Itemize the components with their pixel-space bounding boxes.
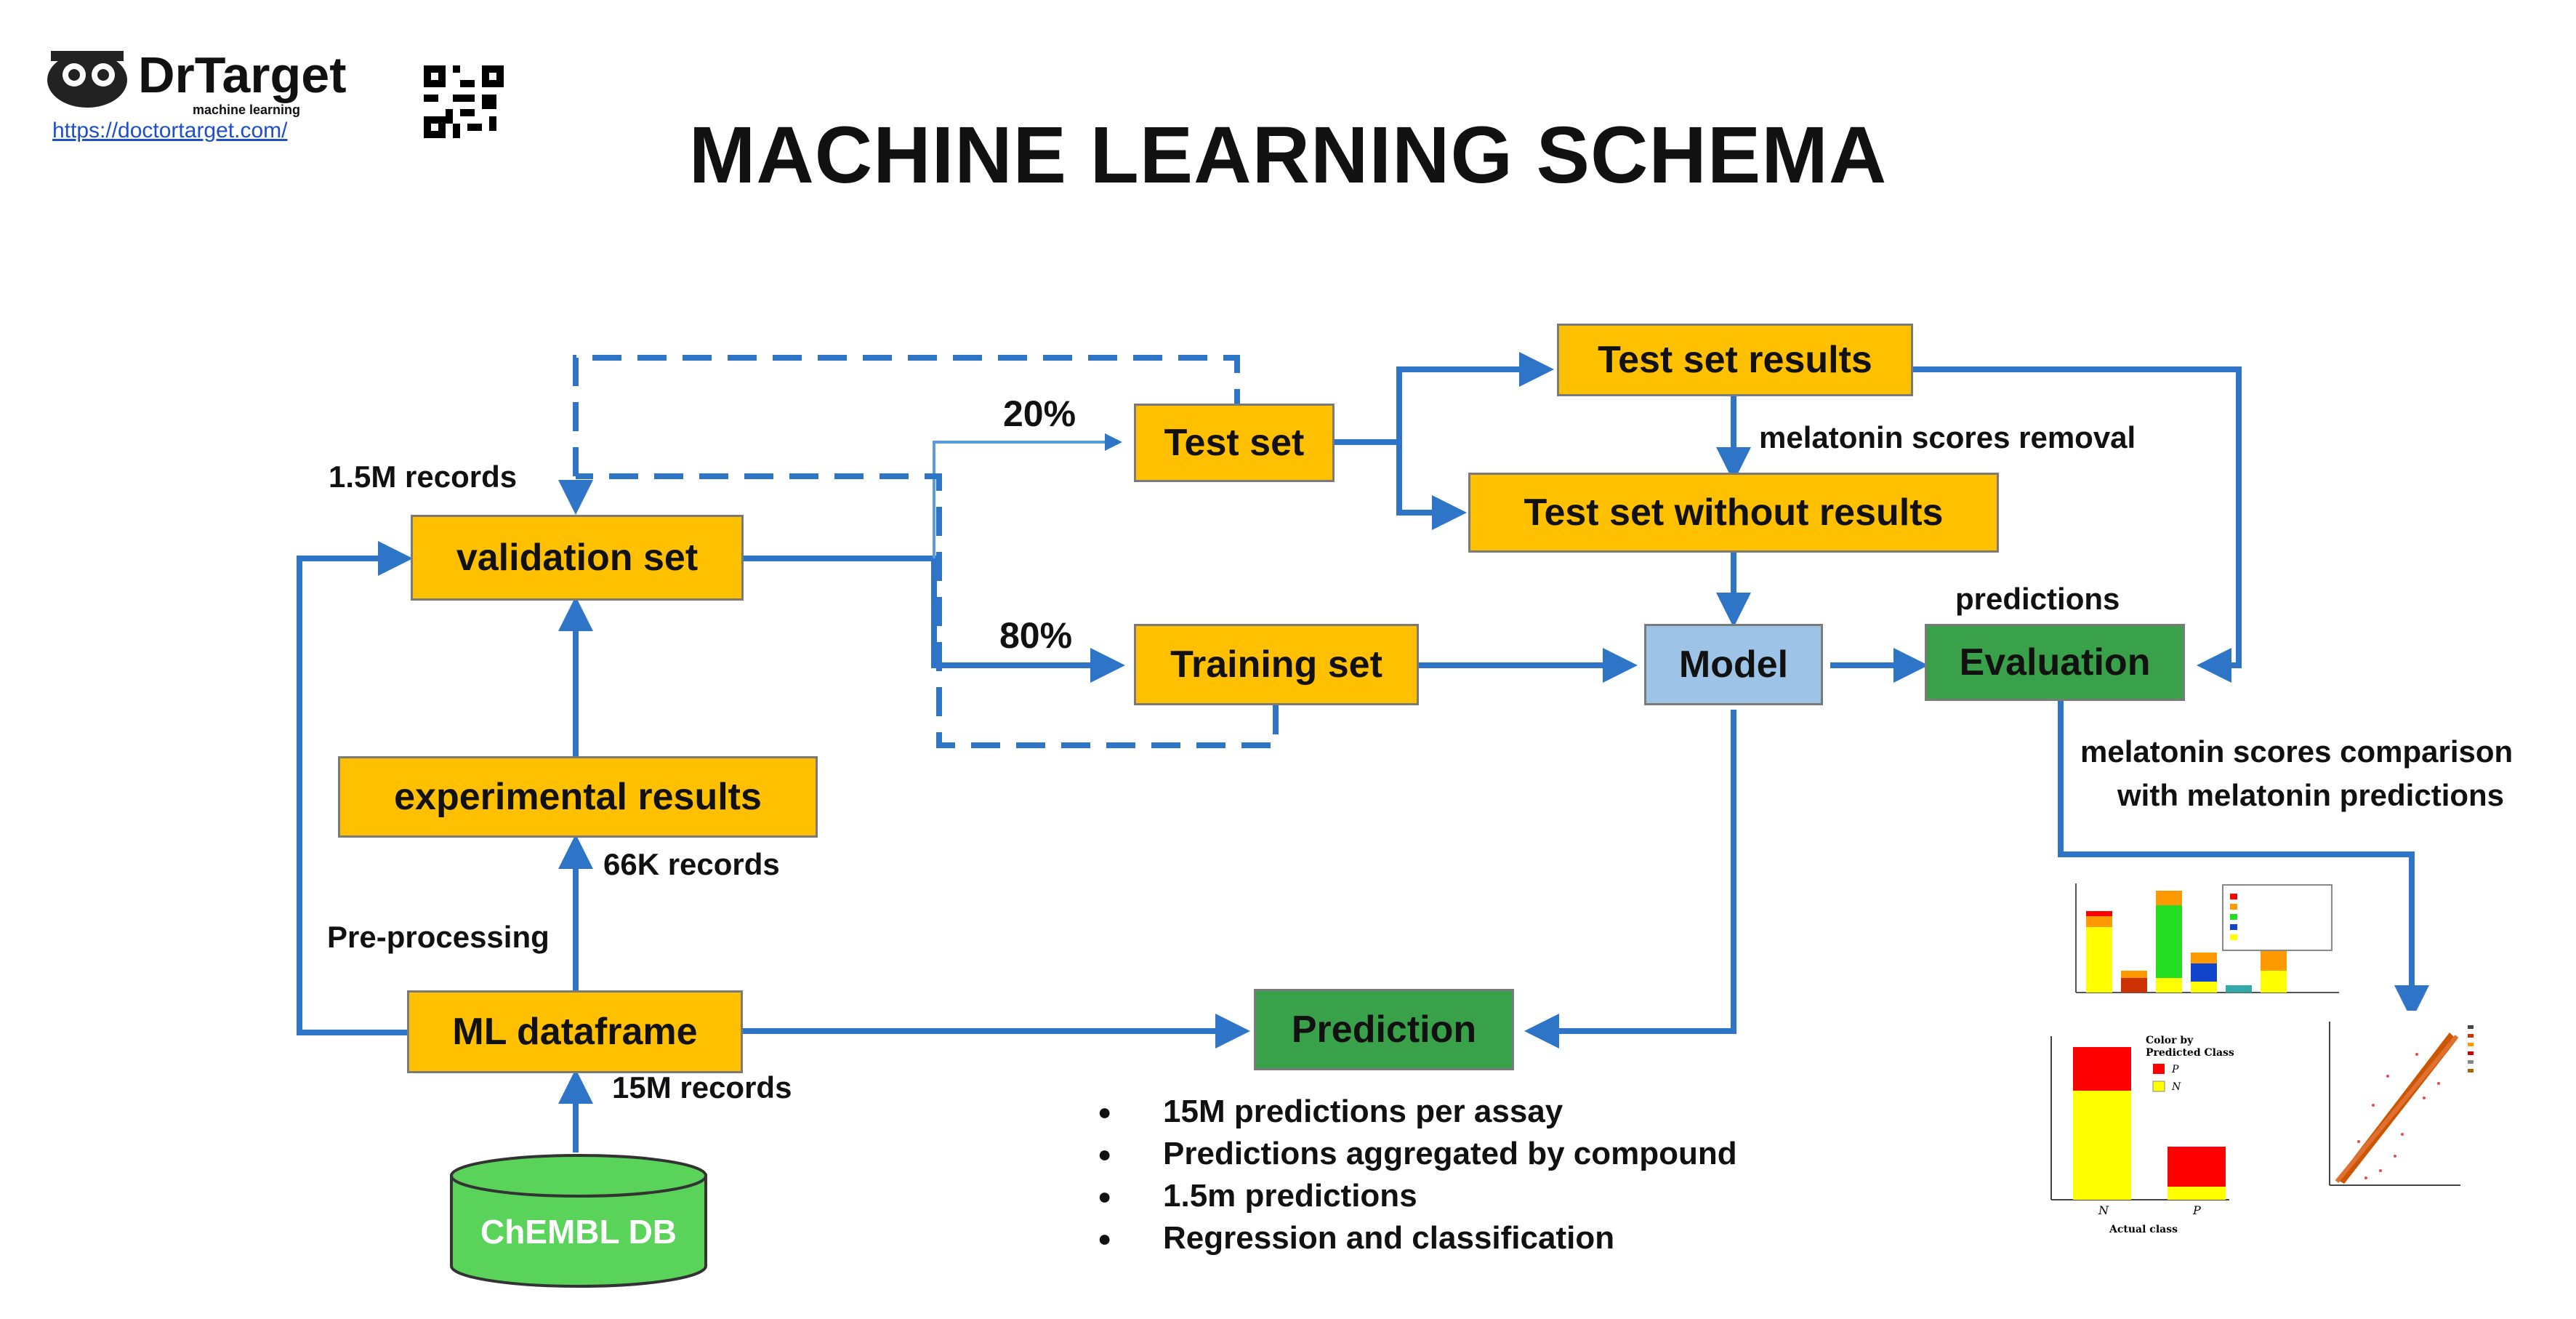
preprocessing-label: Pre-processing <box>327 920 550 954</box>
arrow-model-to-prediction <box>1524 710 1736 1049</box>
dashed-loop-bottom <box>576 473 1279 748</box>
confusion-legend-n: N <box>2171 1081 2181 1093</box>
list-item: ●1.5m predictions <box>1098 1178 1417 1214</box>
bullet-text: Predictions aggregated by compound <box>1163 1136 1737 1171</box>
logo-mascot-icon <box>47 51 127 108</box>
arrow-split-to-testset <box>933 433 1122 558</box>
prediction-notes-list: ●15M predictions per assay ●Predictions … <box>1098 1091 1737 1259</box>
arrow-validation-to-training <box>743 556 1125 683</box>
arrow-results-to-evaluation <box>1913 366 2242 683</box>
confusion-x-category-p: P <box>2192 1203 2201 1217</box>
list-item: ●15M predictions per assay <box>1098 1094 1563 1129</box>
bullet-text: 15M predictions per assay <box>1163 1094 1563 1129</box>
model-box: Model <box>1644 624 1823 705</box>
confusion-x-axis-label: Actual class <box>2109 1224 2178 1235</box>
thumbnail-confusion-chart: Color by Predicted Class P N N P Actual … <box>2000 1022 2262 1240</box>
experimental-results-box: experimental results <box>338 756 818 838</box>
confusion-x-category-n: N <box>2098 1203 2109 1217</box>
training-set-box: Training set <box>1134 624 1419 705</box>
records-15m-label: 15M records <box>612 1070 792 1104</box>
list-item: ●Regression and classification <box>1098 1220 1615 1256</box>
prediction-box: Prediction <box>1254 989 1514 1070</box>
test-set-results-box: Test set results <box>1557 324 1913 396</box>
predictions-label: predictions <box>1955 582 2120 616</box>
arrow-testset-to-results <box>1333 352 1554 445</box>
confusion-legend-title-1: Color by <box>2146 1035 2194 1046</box>
test-set-box: Test set <box>1134 404 1335 482</box>
melatonin-removal-label: melatonin scores removal <box>1759 420 2136 454</box>
comparison-label-line2: with melatonin predictions <box>2117 778 2505 812</box>
logo-tagline: machine learning <box>193 103 301 117</box>
ml-dataframe-box: ML dataframe <box>407 990 743 1073</box>
database-icon <box>450 1154 707 1288</box>
qr-code-icon <box>424 65 504 138</box>
chembl-db-label: ChEMBL DB <box>480 1213 677 1251</box>
comparison-label-line1: melatonin scores comparison <box>2080 734 2513 769</box>
confusion-legend-p: P <box>2171 1064 2179 1075</box>
records-1-5m-label: 1.5M records <box>329 460 518 494</box>
test-set-without-results-box: Test set without results <box>1468 473 1999 553</box>
logo: DrTarget machine learning https://doctor… <box>29 33 407 149</box>
records-66k-label: 66K records <box>603 847 780 881</box>
thumbnail-scatter-plot <box>2315 1011 2526 1200</box>
arrow-evaluation-to-charts <box>2058 698 2429 1020</box>
validation-set-box: validation set <box>411 515 744 601</box>
logo-name: DrTarget <box>138 47 347 103</box>
page-title: MACHINE LEARNING SCHEMA <box>688 111 1888 200</box>
thumbnail-stacked-bar-chart <box>2041 876 2346 1003</box>
confusion-legend-title-2: Predicted Class <box>2146 1047 2234 1059</box>
pct-20-label: 20% <box>1003 393 1076 434</box>
chembl-db-cylinder: ChEMBL DB <box>447 1152 710 1291</box>
arrow-testset-to-without <box>1396 442 1467 530</box>
evaluation-box: Evaluation <box>1925 624 2185 701</box>
logo-url-link[interactable]: https://doctortarget.com/ <box>52 119 288 143</box>
list-item: ●Predictions aggregated by compound <box>1098 1136 1737 1171</box>
bullet-text: 1.5m predictions <box>1163 1178 1417 1214</box>
arrow-dataframe-to-validation <box>297 541 413 1035</box>
pct-80-label: 80% <box>999 615 1073 656</box>
bullet-text: Regression and classification <box>1163 1220 1615 1256</box>
